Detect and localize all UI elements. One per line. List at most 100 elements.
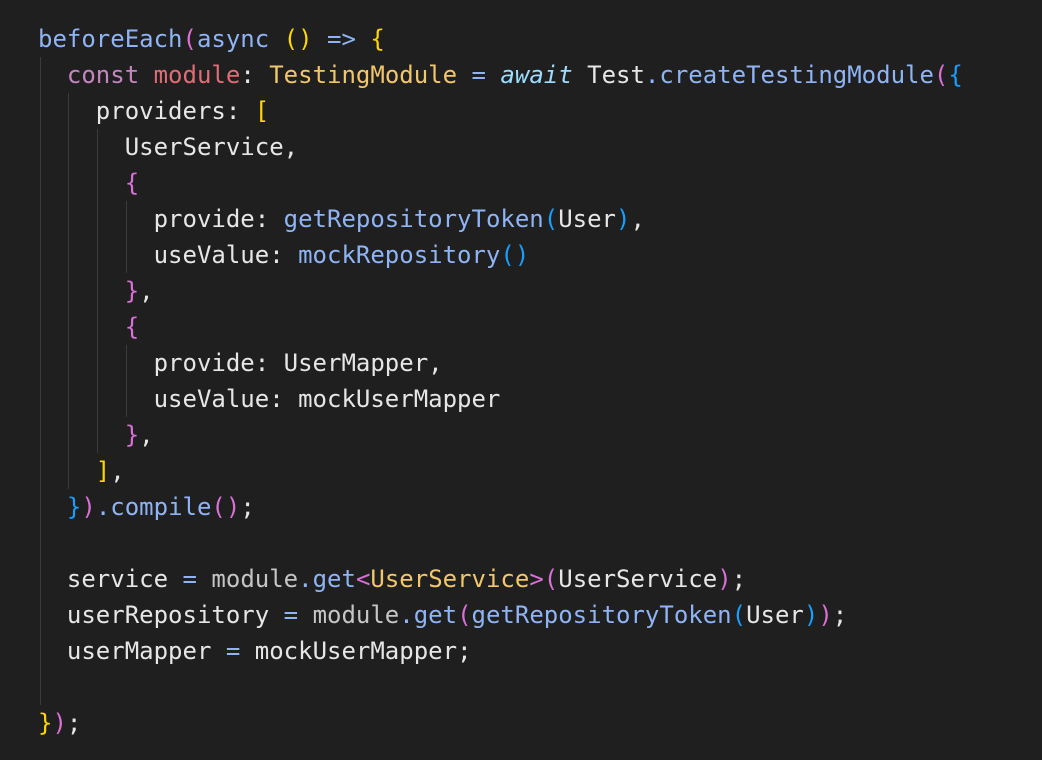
code-token: :: [269, 385, 299, 413]
code-line[interactable]: },: [0, 273, 1042, 309]
indent-guide: [68, 237, 69, 273]
code-line[interactable]: [0, 669, 1042, 705]
code-text: service = module.get<UserService>(UserSe…: [38, 565, 746, 593]
code-token: service: [66, 565, 169, 593]
code-token: }: [38, 709, 53, 737]
code-line[interactable]: userMapper = mockUserMapper;: [0, 633, 1042, 669]
code-token: ): [717, 565, 732, 593]
code-token: [: [254, 97, 270, 125]
code-text: [38, 529, 67, 557]
code-line[interactable]: });: [0, 705, 1042, 741]
code-token: module: [153, 61, 241, 89]
code-token: module: [312, 601, 400, 629]
code-line[interactable]: }).compile();: [0, 489, 1042, 525]
code-text: },: [38, 421, 154, 449]
code-token: beforeEach: [38, 25, 183, 53]
code-token: }: [124, 277, 140, 305]
code-line[interactable]: service = module.get<UserService>(UserSe…: [0, 561, 1042, 597]
code-token: =>: [312, 25, 371, 53]
code-token: ): [803, 601, 819, 629]
code-token: :: [254, 349, 284, 377]
code-line[interactable]: {: [0, 309, 1042, 345]
code-text: });: [38, 709, 81, 737]
code-text: },: [38, 277, 154, 305]
code-text: UserService,: [38, 133, 298, 161]
code-token: provide: [153, 205, 255, 233]
code-line[interactable]: const module: TestingModule = await Test…: [0, 57, 1042, 93]
code-token: module: [211, 565, 299, 593]
code-line[interactable]: {: [0, 165, 1042, 201]
code-line[interactable]: ],: [0, 453, 1042, 489]
code-token: getRepositoryToken: [471, 601, 732, 629]
code-token: (: [933, 61, 949, 89]
code-token: provide: [153, 349, 255, 377]
indent-guide: [97, 273, 98, 309]
code-token: [139, 61, 153, 89]
indent-guide: [68, 381, 69, 417]
code-token: ;: [731, 565, 747, 593]
indent-guide: [40, 237, 41, 273]
code-line[interactable]: userRepository = module.get(getRepositor…: [0, 597, 1042, 633]
code-token: {: [124, 313, 140, 341]
code-token: createTestingModule: [659, 61, 934, 89]
code-line[interactable]: beforeEach(async () => {: [0, 21, 1042, 57]
code-token: :: [269, 241, 299, 269]
indent-guide: [126, 237, 127, 273]
indent-guide: [97, 309, 98, 345]
code-token: useValue: [153, 385, 270, 413]
code-token: }: [124, 421, 140, 449]
code-token: User: [746, 601, 804, 629]
code-token: >: [529, 565, 544, 593]
code-token: .: [644, 61, 660, 89]
code-line[interactable]: useValue: mockRepository(): [0, 237, 1042, 273]
code-line[interactable]: useValue: mockUserMapper: [0, 381, 1042, 417]
indent-guide: [40, 417, 41, 453]
code-line[interactable]: [0, 525, 1042, 561]
indent-guide: [68, 345, 69, 381]
code-token: =: [168, 565, 212, 593]
code-text: ],: [38, 457, 125, 485]
code-token: (: [543, 205, 559, 233]
indent-guide: [40, 525, 41, 561]
indent-guide: [40, 129, 41, 165]
code-token: ): [818, 601, 833, 629]
code-token: Test: [572, 61, 645, 89]
code-token: UserService: [124, 133, 284, 161]
indent-guide: [40, 453, 41, 489]
code-line[interactable]: },: [0, 417, 1042, 453]
code-token: await: [500, 61, 573, 89]
code-token: ;: [66, 709, 82, 737]
code-token: ,: [139, 277, 154, 305]
code-line[interactable]: provide: UserMapper,: [0, 345, 1042, 381]
code-text: [38, 673, 67, 701]
indent-guide: [97, 201, 98, 237]
code-token: {: [370, 25, 385, 53]
code-text: {: [38, 169, 139, 197]
indent-guide: [40, 57, 41, 93]
code-token: {: [124, 169, 140, 197]
indent-guide: [40, 201, 41, 237]
code-token: (: [182, 25, 197, 53]
indent-guide: [40, 633, 41, 669]
code-text: }).compile();: [38, 493, 255, 521]
indent-guide: [40, 309, 41, 345]
code-token: User: [558, 205, 616, 233]
code-line[interactable]: providers: [: [0, 93, 1042, 129]
code-token: ;: [240, 493, 255, 521]
code-line[interactable]: provide: getRepositoryToken(User),: [0, 201, 1042, 237]
indent-guide: [40, 165, 41, 201]
code-line[interactable]: UserService,: [0, 129, 1042, 165]
indent-guide: [68, 309, 69, 345]
code-token: =: [269, 601, 313, 629]
indent-guide: [68, 273, 69, 309]
code-text: beforeEach(async () => {: [38, 25, 385, 53]
indent-guide: [97, 417, 98, 453]
code-token: compile: [110, 493, 212, 521]
code-text: useValue: mockUserMapper: [38, 385, 501, 413]
code-token: (: [731, 601, 747, 629]
code-token: ;: [832, 601, 848, 629]
code-token: =: [211, 637, 255, 665]
code-token: =: [457, 61, 501, 89]
code-token: ,: [283, 133, 299, 161]
